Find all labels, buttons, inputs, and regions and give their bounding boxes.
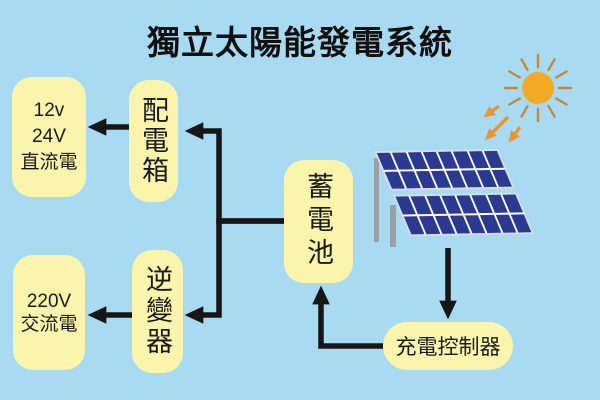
ac-output-line-2: 交流電	[20, 313, 78, 335]
node-distribution-box: 配電箱	[129, 80, 178, 202]
node-inverter: 逆變器	[132, 250, 183, 373]
sunlight-arrows-icon	[483, 104, 522, 143]
arrow-battery-to-distribution-box	[184, 122, 284, 224]
ac-output-line-1: 220V	[26, 290, 72, 312]
page-title: 獨立太陽能發電系統	[147, 24, 453, 61]
charge-controller-label: 充電控制器	[395, 336, 501, 359]
solar-panel-leg	[374, 158, 379, 242]
solar-panel-leg	[390, 205, 396, 247]
battery-label: 蓄電池	[303, 172, 333, 271]
node-dc-output: 12v 24V 直流電	[12, 77, 86, 197]
node-ac-output: 220V 交流電	[13, 255, 85, 370]
dc-output-line-3: 直流電	[20, 152, 78, 173]
solar-panel-lower-array	[392, 192, 535, 237]
solar-panel-upper-array	[374, 148, 515, 191]
node-charge-controller: 充電控制器	[383, 322, 513, 370]
dc-output-line-1: 12v	[33, 100, 65, 121]
inverter-label: 逆變器	[142, 265, 172, 358]
dc-output-line-2: 24V	[32, 126, 66, 147]
arrow-controller-to-battery	[312, 285, 383, 349]
distribution-box-label: 配電箱	[138, 96, 168, 186]
solar-cell-grid	[376, 150, 512, 189]
sun-icon	[503, 53, 573, 123]
node-battery: 蓄電池	[284, 160, 353, 283]
solar-cell-grid	[395, 194, 532, 235]
arrow-battery-to-inverter	[184, 218, 284, 324]
